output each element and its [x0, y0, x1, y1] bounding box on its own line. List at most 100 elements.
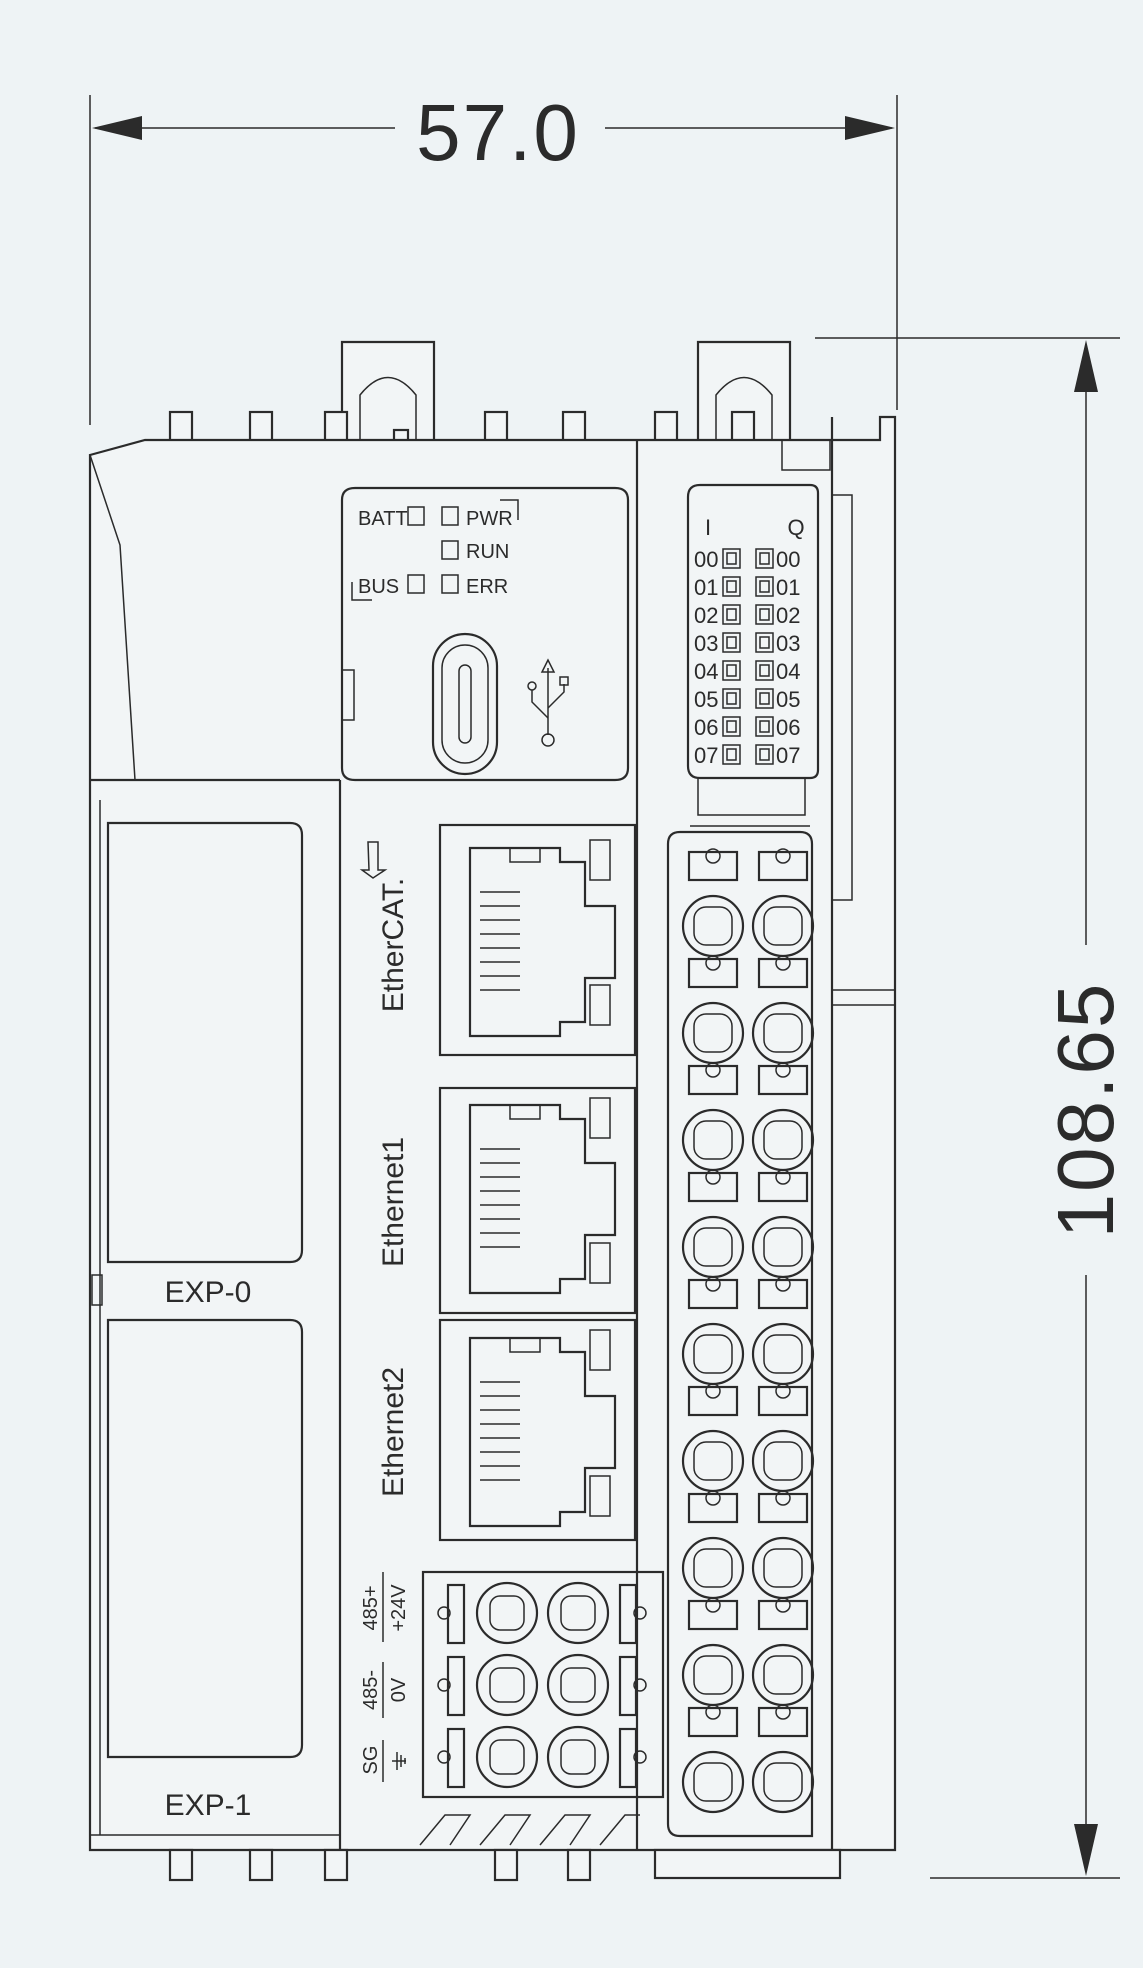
terminal-cell[interactable] — [681, 1704, 745, 1814]
pwr-led-icon — [441, 506, 459, 526]
input-header: I — [705, 515, 711, 540]
height-label: 108.65 — [1041, 982, 1130, 1239]
output-led-label: 00 — [776, 547, 800, 572]
height-dimension: 108.65 — [815, 337, 1130, 1879]
width-label: 57.0 — [416, 88, 580, 177]
output-led-label: 07 — [776, 743, 800, 768]
output-led-window — [759, 692, 770, 705]
input-led-label: 03 — [694, 631, 718, 656]
terminal-cell[interactable] — [681, 1062, 745, 1172]
power-terminal: 485+ +24V 485- 0V SG — [360, 1570, 665, 1846]
output-led-window — [759, 580, 770, 593]
output-led-icon — [755, 548, 774, 569]
output-led-label: 02 — [776, 603, 800, 628]
input-led-window — [726, 692, 737, 705]
power-terminal-cell[interactable] — [546, 1653, 610, 1717]
output-led-icon — [755, 716, 774, 737]
input-led-icon — [722, 660, 741, 681]
batt-label: BATT — [358, 508, 408, 530]
terminal-cell[interactable] — [751, 1276, 815, 1386]
row1-top-label: 485+ — [360, 1585, 382, 1630]
input-led-window — [726, 580, 737, 593]
row2-bottom-label: 0V — [388, 1677, 410, 1702]
terminal-cell[interactable] — [751, 1169, 815, 1279]
output-led-icon — [755, 576, 774, 597]
output-header: Q — [787, 515, 804, 540]
input-led-label: 02 — [694, 603, 718, 628]
power-terminal-cell[interactable] — [546, 1581, 610, 1645]
output-led-label: 03 — [776, 631, 800, 656]
arrow-down-icon — [1074, 1824, 1098, 1876]
output-led-label: 01 — [776, 575, 800, 600]
terminal-cell[interactable] — [751, 1490, 815, 1600]
terminal-cell[interactable] — [751, 848, 815, 958]
io-terminal-block — [666, 830, 815, 1838]
input-led-icon — [722, 632, 741, 653]
top-clips — [168, 340, 792, 444]
arrow-right-icon — [845, 116, 895, 140]
rj45-port-icon — [468, 1329, 617, 1528]
run-label: RUN — [466, 541, 509, 563]
output-led-icon — [755, 688, 774, 709]
output-led-window — [759, 664, 770, 677]
err-led-icon — [441, 574, 459, 594]
ethernet-ports: EtherCAT. Ethernet1 Ethernet2 — [359, 823, 637, 1542]
err-label: ERR — [466, 576, 508, 598]
input-led-window — [726, 608, 737, 621]
run-led-icon — [441, 540, 459, 560]
ethernet2-label: Ethernet2 — [377, 1367, 410, 1497]
input-led-label: 07 — [694, 743, 718, 768]
input-led-label: 06 — [694, 715, 718, 740]
batt-led-icon — [407, 506, 425, 526]
input-led-window — [726, 636, 737, 649]
output-led-icon — [755, 632, 774, 653]
pwr-label: PWR — [466, 508, 513, 530]
input-led-label: 00 — [694, 547, 718, 572]
row3-top-label: SG — [360, 1746, 382, 1775]
output-led-label: 04 — [776, 659, 800, 684]
input-led-icon — [722, 688, 741, 709]
output-led-label: 06 — [776, 715, 800, 740]
expansion-covers: EXP-0 EXP-1 — [91, 800, 304, 1835]
terminal-cell[interactable] — [751, 1704, 815, 1814]
input-led-icon — [722, 576, 741, 597]
input-led-window — [726, 748, 737, 761]
exp-0-label: EXP-0 — [165, 1276, 252, 1309]
usb-icon — [527, 658, 569, 747]
output-led-icon — [755, 660, 774, 681]
terminal-cell[interactable] — [681, 955, 745, 1065]
terminal-cell[interactable] — [751, 1062, 815, 1172]
terminal-cell[interactable] — [681, 1276, 745, 1386]
power-terminal-cell[interactable] — [546, 1725, 610, 1789]
input-led-window — [726, 552, 737, 565]
row2-top-label: 485- — [360, 1670, 382, 1710]
terminal-cell[interactable] — [681, 1169, 745, 1279]
input-led-window — [726, 664, 737, 677]
arrow-up-icon — [1074, 340, 1098, 392]
power-terminal-cell[interactable] — [475, 1725, 539, 1789]
input-led-icon — [722, 548, 741, 569]
output-led-window — [759, 552, 770, 565]
ethercat-label: EtherCAT. — [377, 878, 410, 1013]
input-led-icon — [722, 744, 741, 765]
power-terminal-cell[interactable] — [475, 1653, 539, 1717]
housing — [88, 415, 897, 1882]
terminal-cell[interactable] — [681, 1383, 745, 1493]
exp-1-label: EXP-1 — [165, 1789, 252, 1822]
width-dimension: 57.0 — [89, 88, 898, 425]
output-led-icon — [755, 744, 774, 765]
output-led-window — [759, 720, 770, 733]
output-led-window — [759, 608, 770, 621]
status-panel: BATT PWR RUN BUS ERR — [340, 486, 630, 782]
output-led-icon — [755, 604, 774, 625]
input-led-window — [726, 720, 737, 733]
arrow-left-icon — [92, 116, 142, 140]
output-led-label: 05 — [776, 687, 800, 712]
input-led-icon — [722, 604, 741, 625]
output-led-window — [759, 748, 770, 761]
input-led-icon — [722, 716, 741, 737]
power-terminal-cell[interactable] — [475, 1581, 539, 1645]
ethernet1-label: Ethernet1 — [377, 1137, 410, 1267]
